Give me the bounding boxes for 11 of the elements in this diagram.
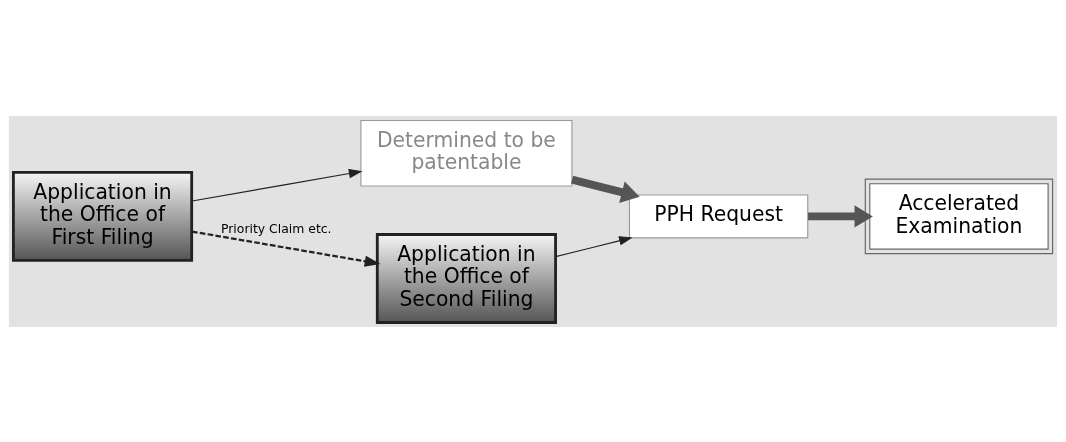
arrow — [808, 204, 873, 228]
node-box: Application in the Office of First Filing — [12, 170, 194, 262]
arrow — [555, 235, 633, 257]
edge-label: Priority Claim etc. — [221, 220, 332, 236]
node-box: PPH Request — [628, 193, 809, 238]
node-box: Application in the Office of Second Filing — [375, 232, 557, 324]
node-box: Determined to be patentable — [360, 119, 573, 187]
arrow — [571, 175, 640, 203]
arrow — [191, 168, 363, 202]
arrow — [191, 230, 381, 267]
node-box: Accelerated Examination — [864, 178, 1054, 254]
